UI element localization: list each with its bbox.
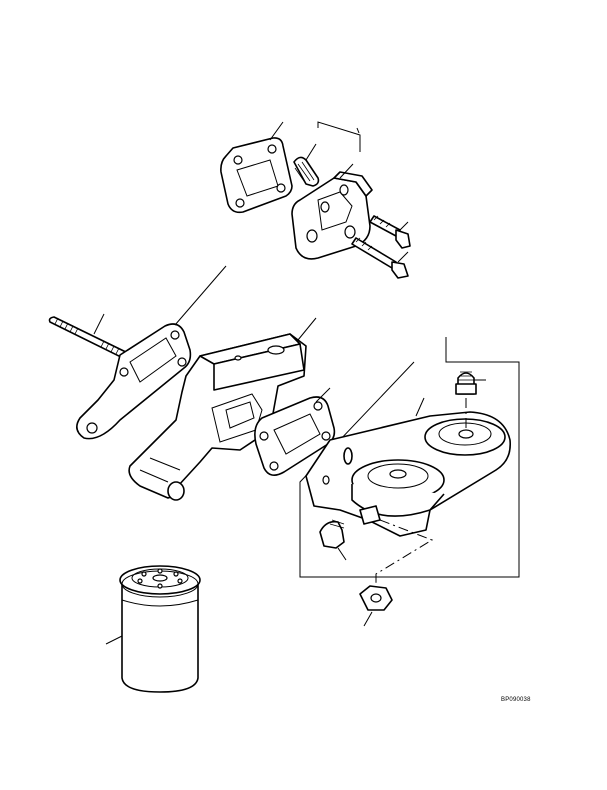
- fitting-right-icon: [455, 371, 486, 432]
- upper-group-bracket: [317, 121, 361, 152]
- assembly-centerline: [375, 519, 434, 596]
- bolt-short-icon: [369, 215, 411, 249]
- figure-reference-code: BP090038: [501, 697, 531, 703]
- filter-head-icon: [305, 397, 512, 537]
- filter-cartridge-icon: [105, 565, 201, 693]
- filter-head-group-frame: [299, 337, 520, 578]
- nut-icon: [359, 585, 393, 627]
- bolt-long-icon: [351, 237, 409, 279]
- plug-icon: [319, 519, 347, 561]
- gasket-left-icon: [76, 265, 227, 440]
- adapter-plate-icon: [291, 163, 373, 260]
- filter-mount-icon: [128, 317, 317, 501]
- fitting-upper-icon: [293, 143, 320, 187]
- stud-icon: [48, 313, 135, 363]
- gasket-upper-icon: [220, 121, 293, 214]
